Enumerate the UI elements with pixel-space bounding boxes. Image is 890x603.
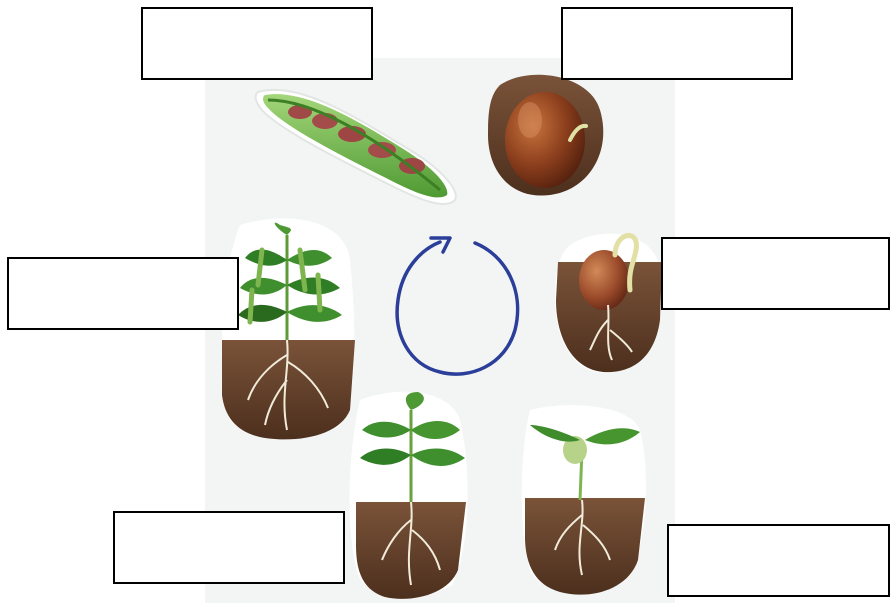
label-box-bottom-right[interactable] — [667, 524, 890, 597]
label-box-middle-left[interactable] — [7, 257, 239, 330]
label-box-bottom-left[interactable] — [113, 511, 345, 584]
label-box-top-left[interactable] — [141, 7, 373, 80]
seedling-icon — [522, 405, 646, 594]
label-box-middle-right[interactable] — [661, 237, 890, 310]
germinating-seed-icon — [555, 234, 662, 373]
label-box-top-right[interactable] — [561, 7, 793, 80]
mature-plant-icon — [222, 218, 355, 439]
young-plant-icon — [350, 392, 468, 599]
